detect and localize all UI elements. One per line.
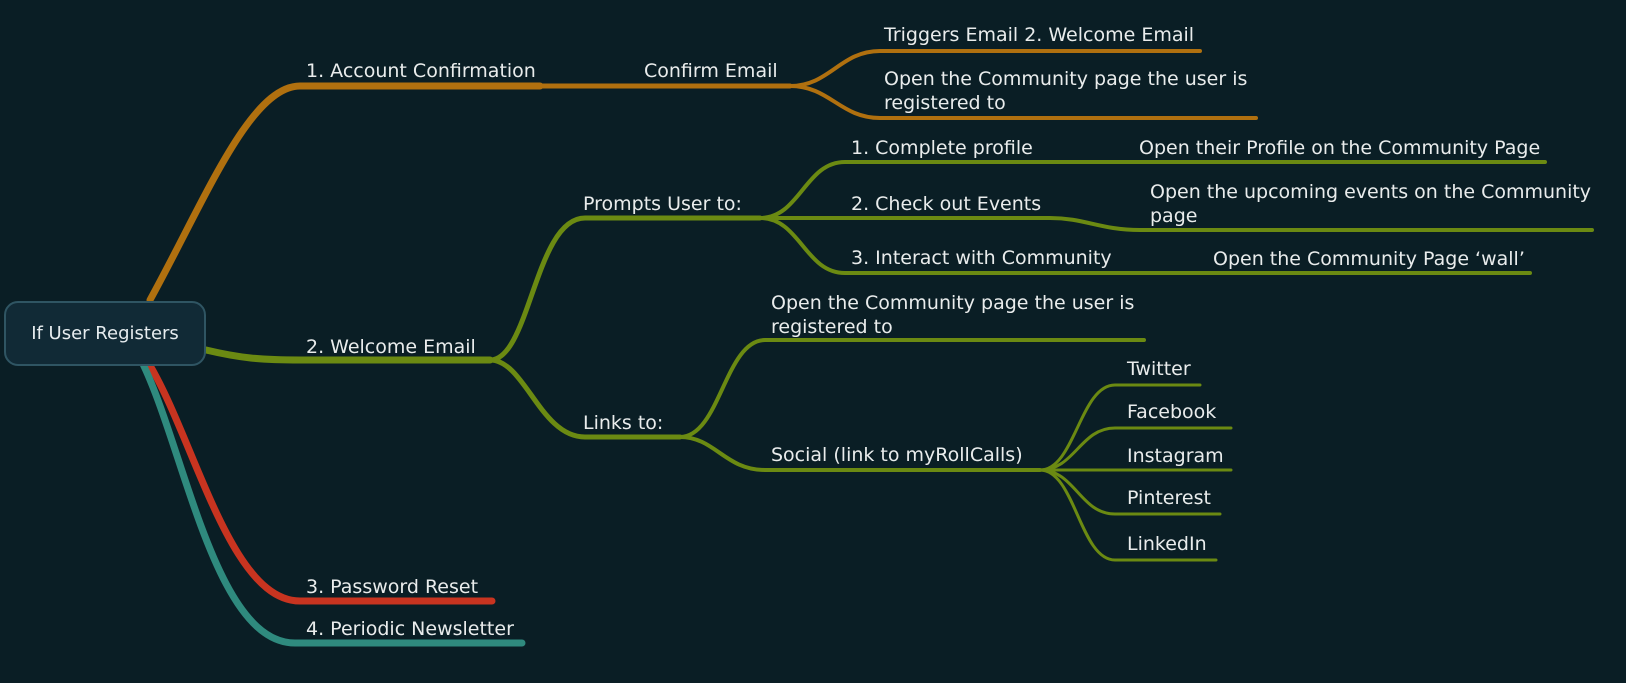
connector-root-to-welcome-email xyxy=(202,346,494,364)
node-links-community-line2[interactable]: registered to xyxy=(771,316,893,338)
node-open-community-page-line1[interactable]: Open the Community page the user is xyxy=(884,68,1248,90)
connector-complete-profile xyxy=(758,160,1547,220)
connector-root-to-newsletter xyxy=(138,358,526,647)
connector-root-to-password-reset xyxy=(144,358,496,605)
connector-check-events xyxy=(758,216,1594,232)
connector-root-to-account-confirmation xyxy=(146,82,544,304)
connector-open-community-page xyxy=(788,84,1258,120)
connector-prompts-user xyxy=(487,215,763,363)
node-account-confirmation[interactable]: 1. Account Confirmation xyxy=(306,60,536,82)
node-social-instagram[interactable]: Instagram xyxy=(1127,445,1224,467)
root-node[interactable]: If User Registers xyxy=(4,301,206,366)
root-node-label: If User Registers xyxy=(31,323,179,344)
node-open-community-page-line2[interactable]: registered to xyxy=(884,92,1006,114)
connector-triggers-email xyxy=(788,49,1202,88)
node-social-facebook[interactable]: Facebook xyxy=(1127,401,1217,423)
node-open-upcoming-events-line1[interactable]: Open the upcoming events on the Communit… xyxy=(1150,181,1592,203)
node-password-reset[interactable]: 3. Password Reset xyxy=(306,576,479,598)
connector-facebook xyxy=(1038,426,1233,472)
node-confirm-email[interactable]: Confirm Email xyxy=(644,60,778,82)
node-welcome-email[interactable]: 2. Welcome Email xyxy=(306,336,476,358)
node-prompts-user-to[interactable]: Prompts User to: xyxy=(583,193,742,215)
node-check-out-events[interactable]: 2. Check out Events xyxy=(851,193,1042,215)
node-links-to[interactable]: Links to: xyxy=(583,412,664,434)
node-social-pinterest[interactable]: Pinterest xyxy=(1127,487,1211,509)
connector-links-community xyxy=(678,338,1146,439)
branch-welcome-email-lines xyxy=(202,160,1594,562)
node-social-twitter[interactable]: Twitter xyxy=(1127,358,1191,380)
connector-linkedin xyxy=(1038,468,1218,562)
node-open-profile[interactable]: Open their Profile on the Community Page xyxy=(1139,137,1541,159)
node-social-linkedin[interactable]: LinkedIn xyxy=(1127,533,1207,555)
branch-account-confirmation-lines xyxy=(146,49,1258,304)
node-links-community-line1[interactable]: Open the Community page the user is xyxy=(771,292,1135,314)
node-interact-with-community[interactable]: 3. Interact with Community xyxy=(851,247,1112,269)
node-triggers-welcome-email[interactable]: Triggers Email 2. Welcome Email xyxy=(884,24,1195,46)
connector-interact xyxy=(758,216,1532,275)
node-periodic-newsletter[interactable]: 4. Periodic Newsletter xyxy=(306,618,514,640)
node-social-links[interactable]: Social (link to myRollCalls) xyxy=(771,444,1023,466)
connector-social xyxy=(678,435,1042,472)
connector-links-to xyxy=(487,357,683,440)
connector-twitter xyxy=(1038,383,1202,472)
node-complete-profile[interactable]: 1. Complete profile xyxy=(851,137,1033,159)
node-open-upcoming-events-line2[interactable]: page xyxy=(1150,205,1198,227)
node-open-community-wall[interactable]: Open the Community Page ‘wall’ xyxy=(1213,248,1525,270)
